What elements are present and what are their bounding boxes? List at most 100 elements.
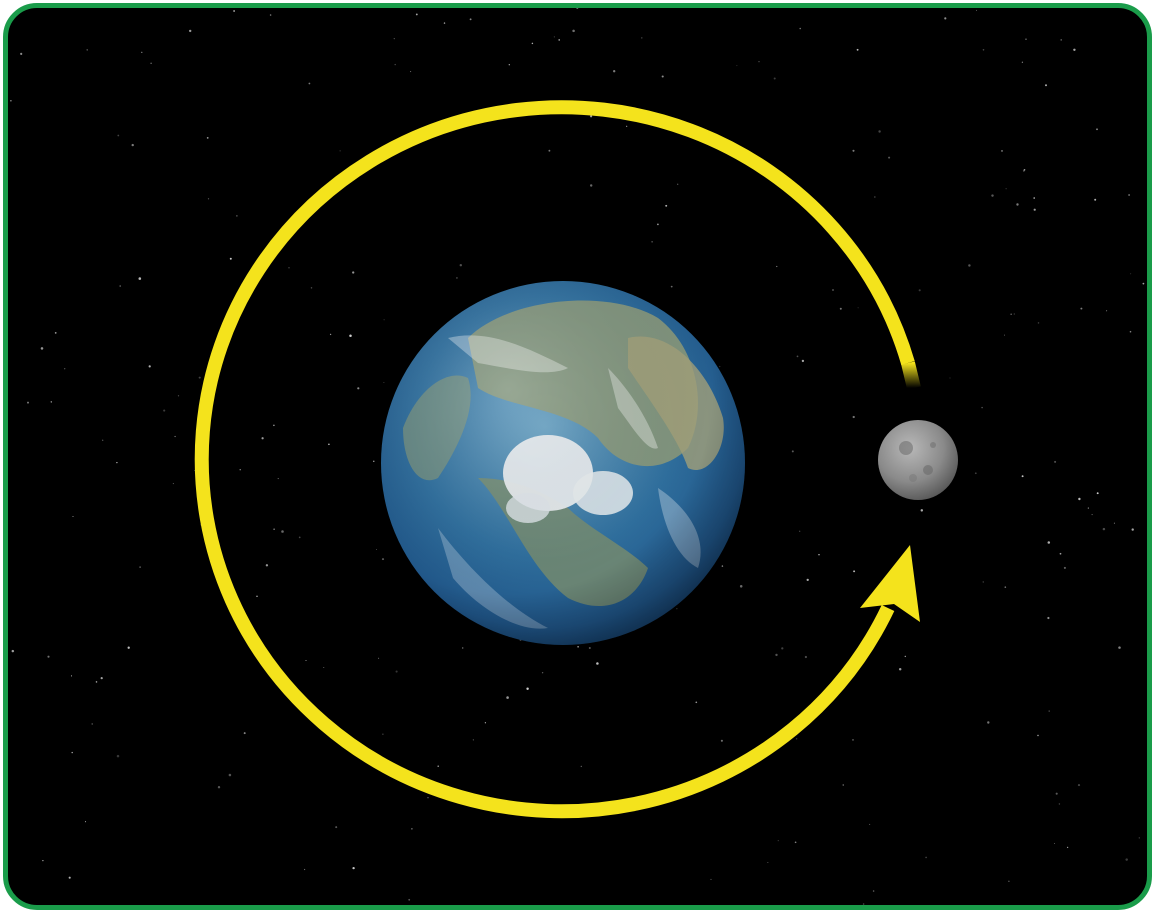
star [376,548,378,550]
star [86,49,88,51]
star [256,595,258,598]
star [1077,784,1081,787]
diagram-frame [3,3,1152,910]
orbit-diagram [10,8,1145,905]
star [1102,527,1106,531]
star [303,868,306,871]
star [758,61,760,63]
star [626,125,628,127]
star [677,183,679,185]
star [736,65,738,67]
moon [878,420,958,500]
star [651,241,653,243]
star [117,134,120,137]
star [773,77,776,80]
star [1087,507,1089,509]
star [1106,310,1108,312]
star [676,608,678,610]
star [84,821,87,823]
star [131,143,134,147]
star [1054,460,1057,463]
star [288,267,290,269]
arrowhead-icon [860,545,920,622]
star [174,435,176,438]
star [194,469,196,471]
star [141,51,143,53]
star [42,859,44,862]
star [590,115,593,118]
star [459,264,462,267]
star [991,194,994,197]
star [27,401,29,404]
star [968,264,971,267]
star [177,395,180,397]
star [394,63,396,66]
star [1025,38,1027,40]
star [1033,197,1036,199]
star [1037,734,1039,737]
star [1094,198,1097,201]
star [10,100,12,102]
star [1138,837,1140,839]
star [1129,330,1132,333]
star [95,681,98,683]
star [898,667,902,671]
star [872,890,875,892]
star [261,437,264,440]
star [842,784,844,786]
star [801,359,805,363]
star [869,823,871,825]
star [236,215,238,217]
star [415,13,418,16]
star [710,878,712,880]
star [308,82,311,85]
star [207,198,210,200]
star [506,696,509,699]
star [329,333,332,336]
star [974,472,977,475]
star [1125,858,1128,861]
star [596,662,599,665]
star [11,649,15,653]
star [1008,880,1010,882]
star [558,39,560,41]
star [381,558,385,561]
star [1005,188,1007,190]
star [641,37,643,39]
star [508,64,510,66]
star [1096,492,1099,495]
star [119,285,121,287]
star [799,530,801,532]
star [580,765,582,768]
star [20,52,23,55]
star [572,29,575,33]
star [795,738,798,740]
star [767,862,769,863]
star [383,382,385,383]
star [40,347,44,350]
star [874,196,876,198]
star [273,424,275,427]
star [382,733,384,735]
star [589,184,593,187]
star [373,460,375,462]
star [852,149,855,152]
star [277,478,279,480]
star [1059,552,1062,555]
star [1004,334,1005,336]
star [265,564,269,567]
star [1054,843,1056,844]
star [68,876,71,879]
star [1001,150,1003,152]
star [1060,39,1062,41]
star [408,898,411,901]
star [526,687,529,691]
star [804,655,808,659]
star [1004,586,1007,588]
star [410,71,412,73]
star [1066,846,1069,849]
star [323,666,325,668]
star [116,461,118,464]
star [1013,313,1015,315]
star [839,307,842,310]
